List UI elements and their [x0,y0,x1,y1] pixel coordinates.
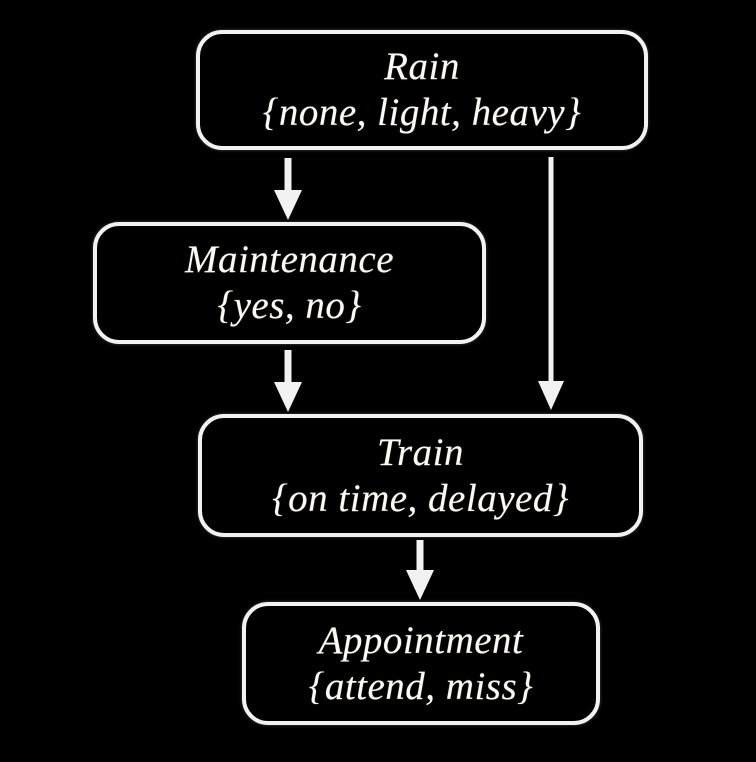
node-maintenance[interactable]: Maintenance {yes, no} [93,222,486,344]
node-train[interactable]: Train {on time, delayed} [198,414,643,537]
node-train-values: {on time, delayed} [272,476,569,520]
node-maintenance-name: Maintenance [184,238,395,282]
node-rain[interactable]: Rain {none, light, heavy} [196,30,648,150]
node-appointment-values: {attend, miss} [308,664,534,708]
node-appointment-name: Appointment [318,618,524,662]
node-appointment[interactable]: Appointment {attend, miss} [242,602,600,725]
node-train-name: Train [376,430,465,474]
node-rain-values: {none, light, heavy} [262,91,582,134]
node-rain-name: Rain [384,45,460,89]
node-maintenance-values: {yes, no} [217,284,362,327]
